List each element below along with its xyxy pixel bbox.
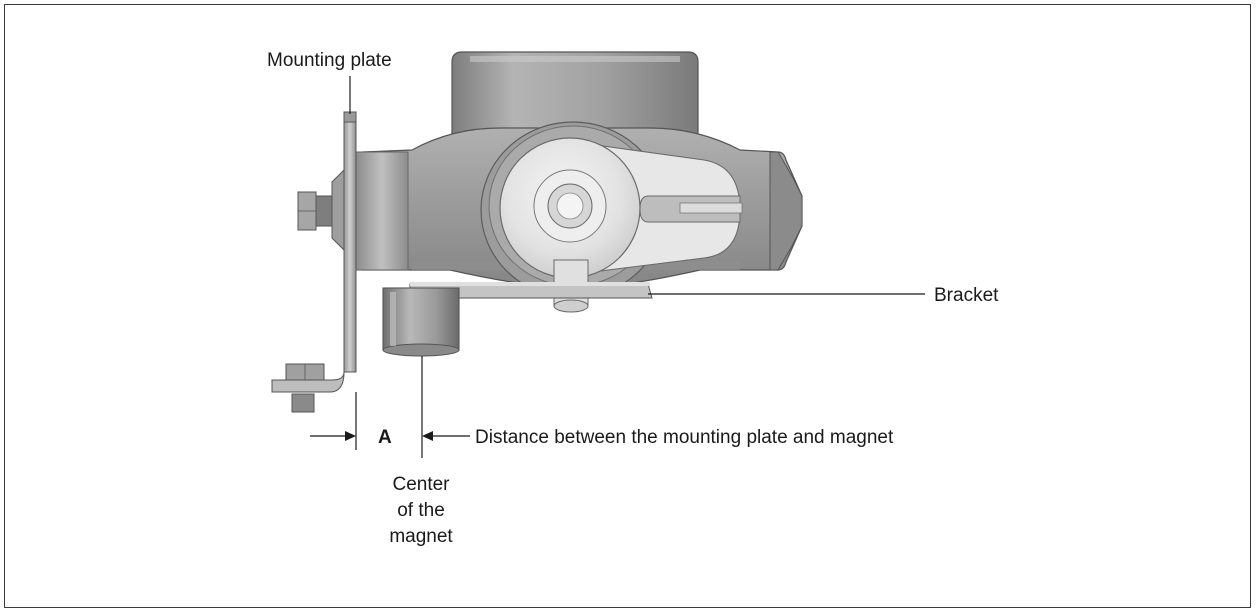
plate-bolt: [285, 363, 325, 413]
center-label-line3: magnet: [389, 526, 453, 547]
bracket-label: Bracket: [934, 285, 999, 306]
center-label-line2: of the: [397, 500, 445, 521]
actuator-top-housing: [451, 51, 699, 151]
mounting-plate: [271, 111, 357, 393]
center-label-line1: Center: [392, 474, 450, 495]
distance-label: Distance between the mounting plate and …: [475, 427, 894, 448]
mounting-plate-label: Mounting plate: [267, 50, 392, 71]
dimension-a: [310, 356, 470, 458]
magnet: [382, 287, 460, 357]
rotor-disk: [499, 137, 641, 279]
plate-clamp: [297, 168, 345, 252]
dimension-a-label: A: [378, 427, 392, 448]
